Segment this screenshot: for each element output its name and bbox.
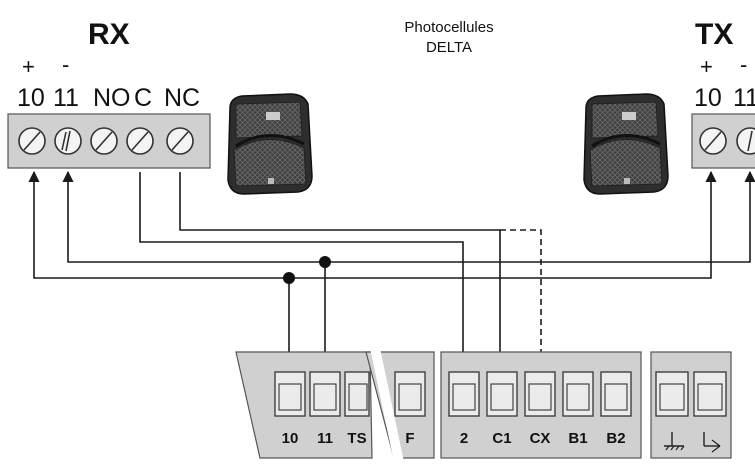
wiring [28,170,755,383]
caption-line-2: DELTA [426,39,472,56]
rx-plus-sign: + [22,54,35,79]
control-board: 10 11 TS F 2 C1 CX B1 B2 [235,348,732,462]
board-label-2: 2 [460,430,468,447]
rx-screw-11 [54,127,82,155]
wire-rx-minus [62,170,325,263]
wire-dashed-cx [500,229,547,383]
tx-terminal-label-10: 10 [694,84,722,112]
rx-terminal-label-10: 10 [17,84,45,112]
tx-screw-10 [699,127,727,155]
board-label-f: F [405,430,414,447]
board-label-10: 10 [282,430,299,447]
caption-line-1: Photocellules [404,19,493,36]
tx-terminal-block [691,113,755,169]
board-cell-10 [274,371,306,417]
rx-title: RX [88,18,130,51]
rx-terminal-label-no: NO [93,84,131,112]
tx-minus-sign: - [740,52,747,77]
rx-screw-no [90,127,118,155]
board-label-b2: B2 [606,430,625,447]
rx-lens-icon [266,112,280,120]
board-label-11: 11 [317,430,333,447]
junction-dot-minus [319,256,331,268]
board-cell-c1 [486,371,518,417]
board-label-b1: B1 [568,430,587,447]
tx-plus-sign: + [700,54,713,79]
shield-ground-icon [703,432,721,453]
wire-tx-plus [289,170,717,279]
ground-icon [664,432,685,451]
board-cell-11 [309,371,341,417]
rx-photocell-device [227,93,313,195]
board-cell-f [394,371,426,417]
rx-terminal-label-nc: NC [164,84,200,112]
board-cell-b1 [562,371,594,417]
wire-tx-minus [325,170,755,263]
rx-minus-sign: - [62,52,69,77]
wire-rx-plus [28,170,289,279]
rx-screw-10 [18,127,46,155]
wire-nc-to-c1 [179,172,506,383]
board-label-cx: CX [530,430,551,447]
board-cell-ground-2 [693,371,727,417]
board-label-ts: TS [347,430,366,447]
board-cell-2 [448,371,480,417]
rx-screw-nc [166,127,194,155]
break-mark [370,348,404,462]
tx-title: TX [695,18,733,51]
board-label-c1: C1 [492,430,511,447]
tx-terminal-label-11: 11 [733,84,755,112]
board-cell-b2 [600,371,632,417]
tx-lens-icon [622,112,636,120]
wire-c-to-2 [139,172,469,383]
tx-screw-11 [736,127,755,155]
board-cell-cx [524,371,556,417]
board-cell-ts [344,371,370,417]
tx-photocell-device [583,93,669,195]
board-cell-ground-1 [655,371,689,417]
rx-terminal-label-c: C [134,84,152,112]
rx-terminal-label-11: 11 [53,84,79,112]
rx-screw-c [126,127,154,155]
junction-dot-plus [283,272,295,284]
rx-terminal-block [7,113,211,169]
